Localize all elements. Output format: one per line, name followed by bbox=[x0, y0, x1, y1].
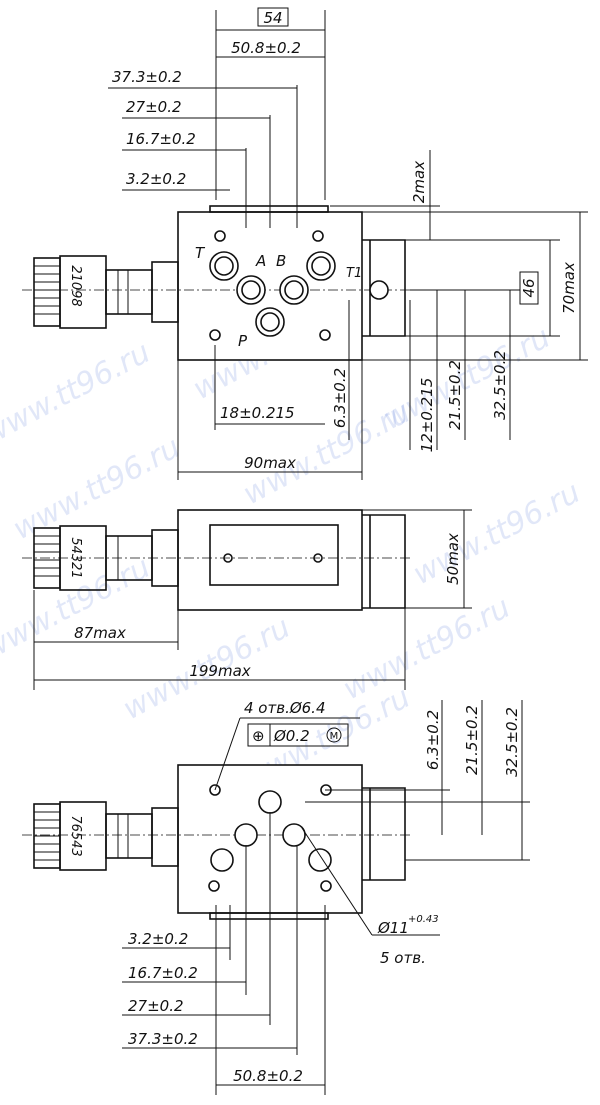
label-port-p: P bbox=[238, 332, 248, 350]
dim-12: 12±0.215 bbox=[418, 378, 436, 453]
bottom-mount-4 bbox=[320, 880, 332, 892]
tolerance-symbol: ⊕ bbox=[252, 727, 265, 745]
label-port-a: A bbox=[255, 252, 266, 270]
note-port-count: 5 отв. bbox=[380, 949, 426, 967]
bottom-port-1 bbox=[258, 790, 282, 814]
dim-50-8: 50.8±0.2 bbox=[231, 39, 301, 57]
watermark-1: www.tt96.ru bbox=[0, 335, 156, 452]
bottom-connector bbox=[362, 787, 406, 881]
side-window bbox=[209, 524, 339, 586]
side-connector bbox=[362, 514, 406, 609]
note-port-diameter: Ø11 bbox=[377, 919, 409, 937]
bottom-view: 76543 4 отв.Ø6.4 ⊕ Ø0.2 M 6.3±0.2 21.5±0… bbox=[22, 699, 530, 1095]
bottom-port-3 bbox=[282, 823, 306, 847]
dim-bottom-21-5: 21.5±0.2 bbox=[463, 705, 481, 775]
note-port-tolerance: +0.43 bbox=[408, 914, 439, 925]
port-side bbox=[369, 280, 389, 300]
dim-32-5: 32.5±0.2 bbox=[491, 350, 509, 420]
dim-bottom-32-5: 32.5±0.2 bbox=[503, 707, 521, 777]
bottom-knob-scale: 76543 bbox=[68, 815, 83, 856]
dim-bottom-37-3: 37.3±0.2 bbox=[128, 1030, 198, 1048]
dim-2max: 2max bbox=[410, 161, 428, 203]
bottom-port-2 bbox=[234, 823, 258, 847]
bottom-mount-3 bbox=[208, 880, 220, 892]
dim-16-7: 16.7±0.2 bbox=[126, 130, 196, 148]
dim-18: 18±0.215 bbox=[220, 404, 295, 422]
tolerance-value: Ø0.2 bbox=[273, 727, 310, 745]
dim-54: 54 bbox=[263, 9, 282, 27]
dim-50max: 50max bbox=[444, 533, 462, 585]
dim-27: 27±0.2 bbox=[126, 98, 182, 116]
top-dims: 54 50.8±0.2 37.3±0.2 27±0.2 16.7±0.2 3.2… bbox=[108, 7, 326, 228]
dim-70max: 70max bbox=[560, 262, 578, 314]
note-4-holes: 4 отв.Ø6.4 bbox=[244, 699, 326, 717]
dim-bottom-16-7: 16.7±0.2 bbox=[128, 964, 198, 982]
top-actuator-boss bbox=[151, 261, 179, 323]
dim-37-3: 37.3±0.2 bbox=[112, 68, 182, 86]
dim-46: 46 bbox=[520, 278, 538, 297]
bottom-port-4 bbox=[210, 848, 234, 872]
mount-hole-2 bbox=[312, 230, 324, 242]
top-right-dims: 2max 46 70max bbox=[330, 150, 588, 361]
dim-bottom-3-2: 3.2±0.2 bbox=[128, 930, 188, 948]
dim-bottom-27: 27±0.2 bbox=[128, 997, 184, 1015]
mount-hole-4 bbox=[319, 329, 331, 341]
top-view: 21098 T A B T1 P 54 bbox=[22, 7, 588, 480]
mount-hole-3 bbox=[209, 329, 221, 341]
top-body bbox=[177, 211, 363, 361]
top-actuator-stem bbox=[105, 269, 153, 315]
mount-hole-1 bbox=[214, 230, 226, 242]
dim-6-3: 6.3±0.2 bbox=[331, 368, 349, 428]
dim-87max: 87max bbox=[74, 624, 126, 642]
dim-199max: 199max bbox=[189, 662, 250, 680]
side-view: 54321 50max 87max 199max bbox=[22, 509, 472, 690]
side-body bbox=[177, 509, 363, 611]
tolerance-frame bbox=[247, 723, 349, 747]
dim-90max: 90max bbox=[244, 454, 296, 472]
top-knob bbox=[33, 257, 61, 327]
bottom-port-5 bbox=[308, 848, 332, 872]
side-knob-scale: 54321 bbox=[68, 537, 83, 578]
label-port-b: B bbox=[276, 252, 286, 270]
dim-3-2: 3.2±0.2 bbox=[126, 170, 186, 188]
dim-21-5: 21.5±0.2 bbox=[446, 360, 464, 430]
label-port-t1: T1 bbox=[346, 266, 362, 281]
top-flange bbox=[209, 205, 329, 213]
top-bottom-dims: 6.3±0.2 12±0.215 21.5±0.2 32.5±0.2 18±0.… bbox=[177, 289, 520, 480]
label-port-t: T bbox=[195, 244, 206, 262]
top-knob-scale: 21098 bbox=[68, 265, 83, 306]
watermark-6: www.tt96.ru bbox=[407, 475, 586, 592]
dim-bottom-6-3: 6.3±0.2 bbox=[424, 710, 442, 770]
tolerance-modifier: M bbox=[330, 731, 339, 742]
dim-bottom-50-8: 50.8±0.2 bbox=[233, 1067, 303, 1085]
